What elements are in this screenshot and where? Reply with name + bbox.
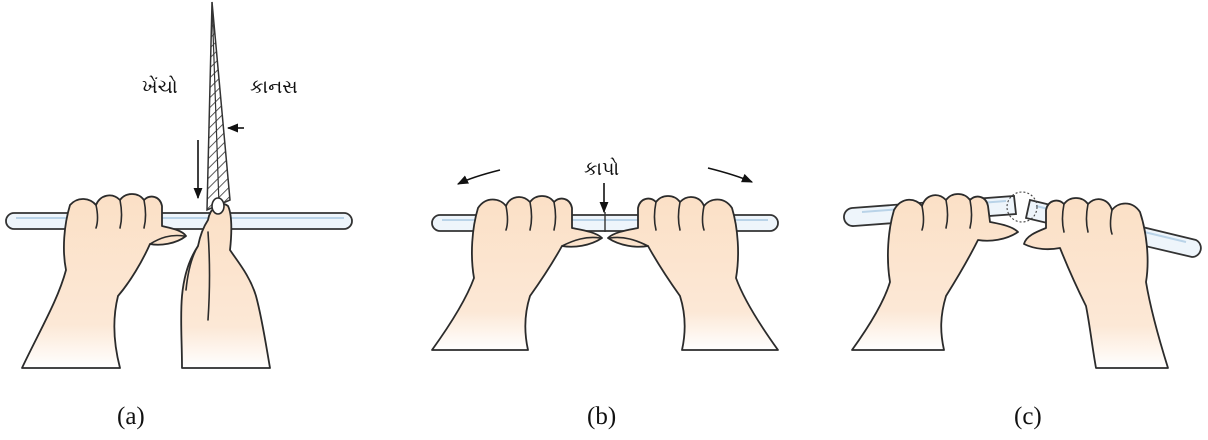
left-hand bbox=[21, 193, 187, 369]
break-burst bbox=[1006, 191, 1038, 223]
left-hand bbox=[851, 193, 1019, 351]
pull-label: ખેંચો bbox=[142, 76, 178, 98]
right-hand bbox=[1023, 197, 1169, 369]
glass-tube bbox=[5, 212, 353, 230]
right-hand bbox=[180, 197, 271, 369]
break-label: કાપો bbox=[584, 158, 619, 180]
panel-a: ખેંચો કાનસ (a) bbox=[5, 1, 353, 430]
right-hand bbox=[607, 195, 779, 351]
bend-left-arrow bbox=[456, 169, 501, 185]
caption-c: (c) bbox=[1014, 403, 1042, 430]
triangular-file bbox=[206, 1, 231, 212]
file-label: કાનસ bbox=[250, 76, 298, 98]
caption-b: (b) bbox=[587, 403, 616, 430]
panel-b: કાપો (b) bbox=[431, 158, 779, 430]
panel-c: (c) bbox=[843, 191, 1202, 430]
left-hand bbox=[431, 195, 603, 351]
caption-a: (a) bbox=[117, 403, 145, 430]
bend-right-arrow bbox=[707, 167, 754, 183]
